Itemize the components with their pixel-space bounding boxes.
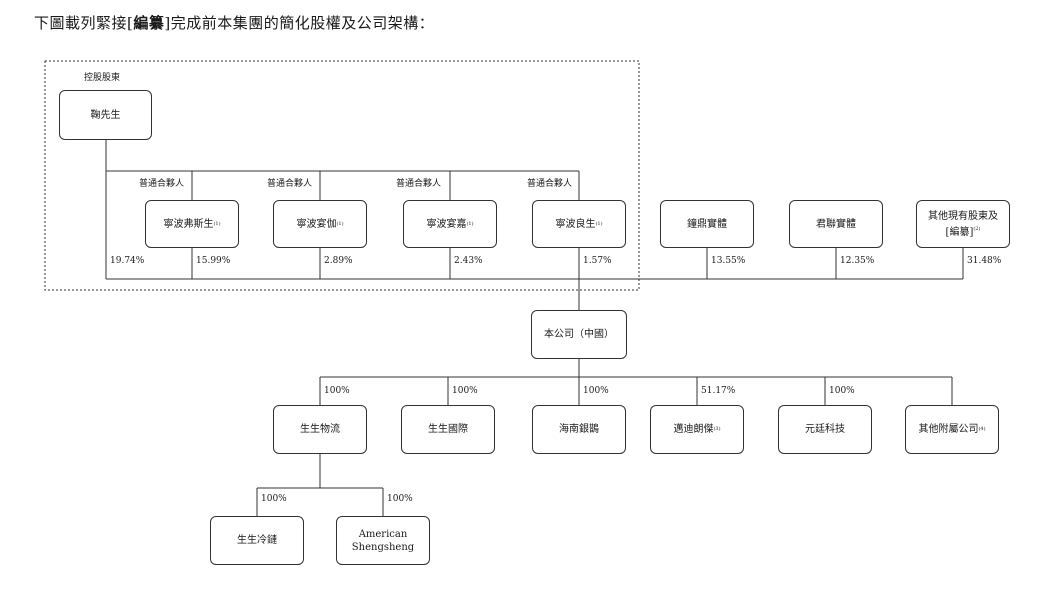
- box-zhongding: 鐘鼎實體: [660, 200, 754, 248]
- box-other-shareholders: 其他現有股東及[編纂](2): [916, 200, 1010, 248]
- box-shengsheng-logistics: 生生物流: [273, 405, 367, 454]
- controlling-shareholder-label: 控股股東: [84, 73, 121, 83]
- box-other-subsidiaries: 其他附屬公司(4): [905, 405, 999, 454]
- stake-junlian: 12.35%: [840, 256, 875, 266]
- stake-hainan: 100%: [583, 386, 609, 396]
- gp-label-yanjia2: 普通合夥人: [396, 179, 442, 189]
- stake-zhongding: 13.55%: [711, 256, 746, 266]
- page-heading: 下圖載列緊接[編纂]完成前本集團的簡化股權及公司架構：: [34, 14, 435, 32]
- stake-liangsheng: 1.57%: [583, 256, 612, 266]
- stake-american: 100%: [387, 494, 413, 504]
- gp-label-liangsheng: 普通合夥人: [527, 179, 573, 189]
- controlling-shareholders-group: [44, 60, 640, 291]
- gp-label-yanjia: 普通合夥人: [267, 179, 313, 189]
- stake-wuliu: 100%: [324, 386, 350, 396]
- box-company-prc: 本公司（中國）: [531, 310, 627, 359]
- heading-redacted-term: 編纂: [133, 14, 165, 32]
- stake-maidi: 51.17%: [701, 386, 736, 396]
- box-maidi-langjie: 邁迪朗傑(3): [650, 405, 744, 454]
- box-mr-ju: 鞠先生: [59, 90, 152, 140]
- box-hainan-yinque: 海南銀鵲: [532, 405, 626, 454]
- stake-others: 31.48%: [967, 256, 1002, 266]
- stake-yanjia2: 2.43%: [454, 256, 483, 266]
- box-ningbo-yanjia2: 寧波宴嘉(1): [403, 200, 497, 248]
- box-shengsheng-cold-chain: 生生冷鏈: [210, 516, 304, 565]
- gp-label-fusi: 普通合夥人: [139, 179, 185, 189]
- stake-yuanting: 100%: [829, 386, 855, 396]
- box-ningbo-yanjia: 寧波宴伽(1): [273, 200, 367, 248]
- stake-lenglian: 100%: [261, 494, 287, 504]
- stake-fusi: 15.99%: [196, 256, 231, 266]
- box-ningbo-liangsheng: 寧波良生(1): [532, 200, 626, 248]
- box-yuanting-tech: 元廷科技: [778, 405, 872, 454]
- box-junlian: 君聯實體: [789, 200, 883, 248]
- stake-yanjia: 2.89%: [324, 256, 353, 266]
- box-ningbo-fusi: 寧波弗斯生(1): [145, 200, 239, 248]
- box-shengsheng-international: 生生國際: [401, 405, 495, 454]
- stake-guoji: 100%: [452, 386, 478, 396]
- stake-ju: 19.74%: [110, 256, 145, 266]
